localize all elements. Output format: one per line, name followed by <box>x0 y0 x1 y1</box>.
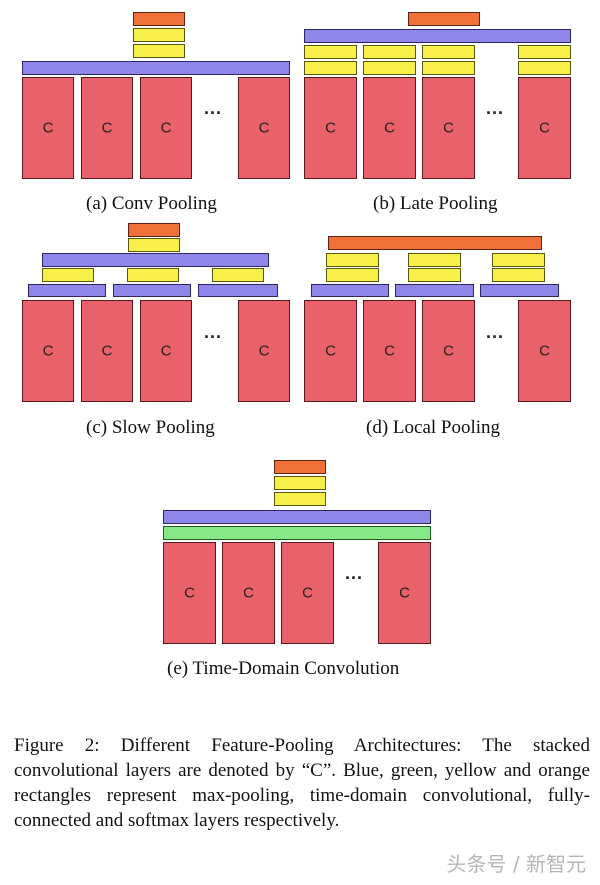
softmax-layer <box>328 236 542 250</box>
fully-connected-layer <box>363 61 416 75</box>
conv-label: C <box>243 584 254 602</box>
max-pooling-layer <box>198 284 278 297</box>
conv-label: C <box>101 119 113 137</box>
fully-connected-layer <box>492 253 545 267</box>
conv-block: C <box>22 300 74 402</box>
max-pooling-layer <box>311 284 389 297</box>
conv-label: C <box>384 342 395 360</box>
fully-connected-layer <box>127 268 179 282</box>
figure-caption: Figure 2: Different Feature-Pooling Arch… <box>14 735 590 831</box>
conv-block: C <box>81 300 133 402</box>
conv-label: C <box>325 342 336 360</box>
fully-connected-layer <box>326 268 379 282</box>
conv-label: C <box>160 119 172 137</box>
fully-connected-layer <box>492 268 545 282</box>
fully-connected-layer <box>42 268 94 282</box>
ellipsis: ... <box>345 563 364 583</box>
fully-connected-layer <box>212 268 264 282</box>
fully-connected-layer <box>133 28 185 42</box>
conv-block: C <box>140 300 192 402</box>
conv-block: C <box>518 77 571 179</box>
fully-connected-layer <box>304 45 357 59</box>
conv-block: C <box>281 542 334 644</box>
ellipsis: ... <box>486 322 505 342</box>
conv-label: C <box>399 584 410 602</box>
conv-label: C <box>42 342 54 360</box>
ellipsis: ... <box>204 322 223 342</box>
conv-block: C <box>222 542 275 644</box>
conv-label: C <box>101 342 113 360</box>
max-pooling-layer <box>42 253 269 267</box>
fully-connected-layer <box>128 238 180 252</box>
fully-connected-layer <box>274 492 326 506</box>
conv-label: C <box>539 119 550 137</box>
conv-block: C <box>81 77 133 179</box>
conv-label: C <box>42 119 54 137</box>
fully-connected-layer <box>326 253 379 267</box>
panel-caption: (e) Time-Domain Convolution <box>167 658 400 679</box>
conv-label: C <box>302 584 313 602</box>
fully-connected-layer <box>363 45 416 59</box>
panel-caption: (c) Slow Pooling <box>86 417 215 438</box>
conv-label: C <box>184 584 195 602</box>
max-pooling-layer <box>480 284 559 297</box>
watermark: 头条号 / 新智元 <box>446 852 586 876</box>
conv-block: C <box>238 300 290 402</box>
fully-connected-layer <box>133 44 185 58</box>
fully-connected-layer <box>422 45 475 59</box>
conv-label: C <box>160 342 172 360</box>
conv-block: C <box>304 77 357 179</box>
fully-connected-layer <box>304 61 357 75</box>
conv-block: C <box>238 77 290 179</box>
conv-label: C <box>325 119 336 137</box>
panel-caption: (b) Late Pooling <box>373 193 498 214</box>
max-pooling-layer <box>395 284 474 297</box>
fully-connected-layer <box>518 45 571 59</box>
panel-caption: (a) Conv Pooling <box>86 193 217 214</box>
conv-block: C <box>422 77 475 179</box>
ellipsis: ... <box>204 98 223 118</box>
conv-block: C <box>363 77 416 179</box>
softmax-layer <box>274 460 326 474</box>
max-pooling-layer <box>28 284 106 297</box>
conv-label: C <box>384 119 395 137</box>
conv-block: C <box>378 542 431 644</box>
time-domain-conv-layer <box>163 526 431 540</box>
fully-connected-layer <box>518 61 571 75</box>
conv-block: C <box>22 77 74 179</box>
ellipsis: ... <box>486 98 505 118</box>
fully-connected-layer <box>408 253 461 267</box>
conv-label: C <box>258 342 270 360</box>
fully-connected-layer <box>422 61 475 75</box>
softmax-layer <box>408 12 480 26</box>
conv-block: C <box>422 300 475 402</box>
panel-caption: (d) Local Pooling <box>366 417 501 438</box>
softmax-layer <box>133 12 185 26</box>
conv-label: C <box>539 342 550 360</box>
max-pooling-layer <box>163 510 431 524</box>
conv-label: C <box>443 342 454 360</box>
conv-block: C <box>518 300 571 402</box>
conv-label: C <box>443 119 454 137</box>
max-pooling-layer <box>113 284 191 297</box>
conv-block: C <box>363 300 416 402</box>
conv-label: C <box>258 119 270 137</box>
max-pooling-layer <box>22 61 290 75</box>
conv-block: C <box>140 77 192 179</box>
fully-connected-layer <box>408 268 461 282</box>
conv-block: C <box>304 300 357 402</box>
max-pooling-layer <box>304 29 571 43</box>
fully-connected-layer <box>274 476 326 490</box>
conv-block: C <box>163 542 216 644</box>
softmax-layer <box>128 223 180 237</box>
